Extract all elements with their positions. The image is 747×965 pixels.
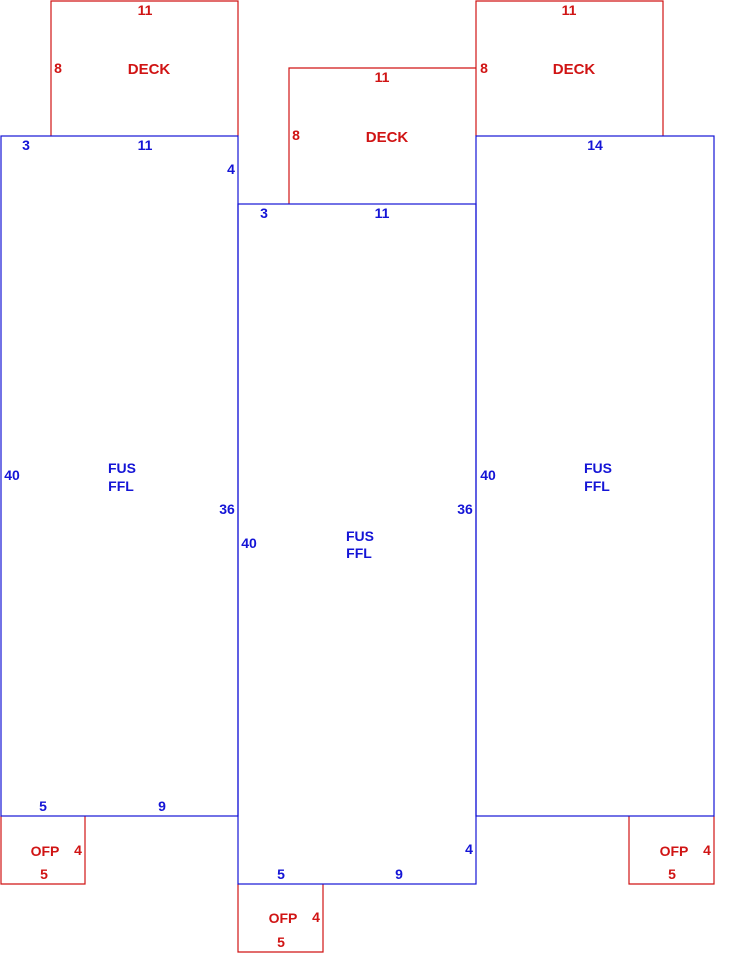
unit-center-label-1: FUS [346, 528, 374, 544]
deck-left-outline [50, 0, 239, 136]
porch-left-label: OFP [31, 843, 60, 859]
unit-left-dim-top-b: 11 [138, 137, 153, 153]
porch-left-dim-side: 4 [74, 842, 82, 858]
porch-right-dim-side: 4 [703, 842, 711, 858]
unit-center-label-2: FFL [346, 545, 372, 561]
deck-right-outline [475, 0, 664, 136]
unit-left-label-2: FFL [108, 478, 134, 494]
deck-center-dim-side: 8 [292, 127, 300, 143]
deck-right-label: DECK [553, 61, 596, 78]
deck-right-dim-side: 8 [480, 60, 488, 76]
unit-left-dim-bottom-a: 5 [39, 798, 47, 814]
unit-left-dim-bottom-b: 9 [158, 798, 166, 814]
deck-left-dim-side: 8 [54, 60, 62, 76]
unit-left-outline [0, 135, 239, 817]
deck-right-dim-top: 11 [562, 2, 577, 18]
unit-center-outline [237, 203, 477, 885]
porch-right-label: OFP [660, 843, 689, 859]
unit-right-dim-left: 40 [480, 467, 496, 483]
porch-center-dim-side: 4 [312, 909, 320, 925]
unit-center-dim-side-bottom: 4 [465, 841, 473, 857]
unit-right-dim-top: 14 [587, 137, 603, 153]
unit-center-dim-bottom-a: 5 [277, 866, 285, 882]
porch-center-dim-bottom: 5 [277, 934, 285, 950]
porch-center-label: OFP [269, 910, 298, 926]
unit-center-dim-left: 40 [241, 535, 257, 551]
unit-center-dim-right: 36 [457, 501, 473, 517]
unit-left-dim-left: 40 [4, 467, 20, 483]
porch-right-outline [628, 816, 715, 885]
unit-right-label-2: FFL [584, 478, 610, 494]
unit-left-label-1: FUS [108, 460, 136, 476]
unit-left-dim-top-a: 3 [22, 137, 30, 153]
deck-center-outline [288, 67, 476, 204]
porch-right-dim-bottom: 5 [668, 866, 676, 882]
unit-right-outline [475, 135, 715, 817]
unit-center-dim-top-a: 3 [260, 205, 268, 221]
unit-left-dim-right: 36 [219, 501, 235, 517]
unit-right-label-1: FUS [584, 460, 612, 476]
porch-left-dim-bottom: 5 [40, 866, 48, 882]
unit-center-dim-top-b: 11 [375, 205, 390, 221]
deck-center-dim-top: 11 [375, 69, 390, 85]
deck-center-label: DECK [366, 129, 409, 146]
deck-left-label: DECK [128, 61, 171, 78]
deck-left-dim-top: 11 [138, 2, 153, 18]
unit-left-dim-side-top: 4 [227, 161, 235, 177]
unit-center-dim-bottom-b: 9 [395, 866, 403, 882]
porch-left-outline [0, 816, 86, 885]
porch-center-outline [237, 884, 324, 953]
